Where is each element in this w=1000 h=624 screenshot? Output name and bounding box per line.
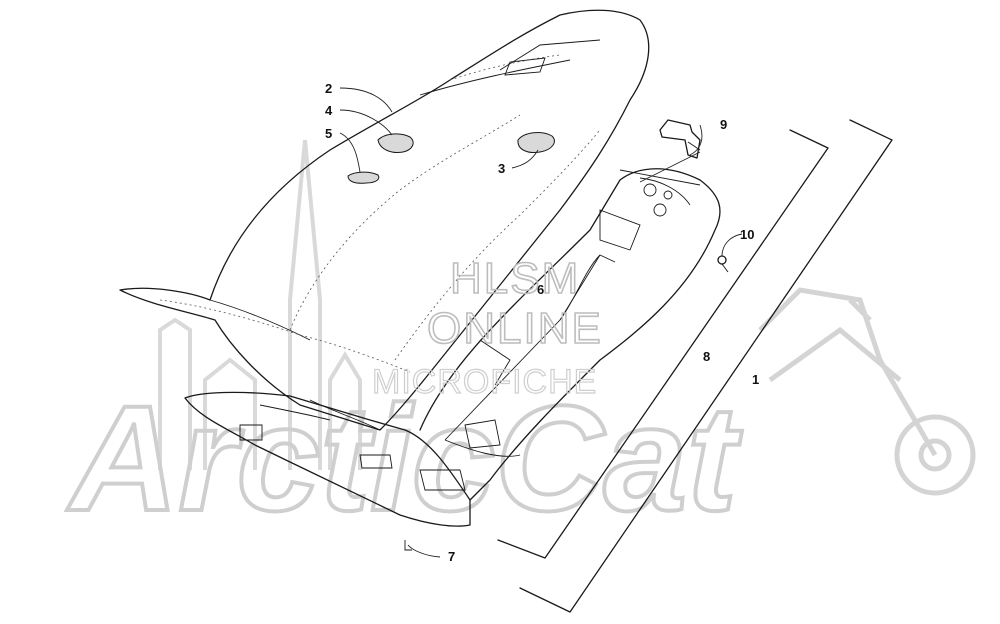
callout-2: 2 bbox=[325, 81, 332, 96]
callout-5: 5 bbox=[325, 126, 332, 141]
pad-part-4 bbox=[377, 133, 414, 153]
motorcycle-watermark bbox=[758, 287, 976, 496]
callout-7: 7 bbox=[448, 549, 455, 564]
watermark-line-3: MICROFICHE bbox=[372, 363, 597, 401]
pad-part-5 bbox=[347, 171, 380, 184]
seat-cover bbox=[119, 9, 650, 431]
callout-1: 1 bbox=[752, 372, 759, 387]
pad-part-3 bbox=[517, 132, 555, 153]
fastener-part-10 bbox=[717, 255, 729, 273]
watermark-line-2: ONLINE bbox=[427, 304, 603, 353]
assembly-bracket-1 bbox=[519, 119, 893, 613]
brand-watermark: ArcticCat bbox=[66, 374, 743, 542]
seat-base bbox=[184, 168, 721, 527]
callout-4: 4 bbox=[325, 103, 333, 118]
callout-6: 6 bbox=[537, 282, 544, 297]
assembly-bracket-8 bbox=[497, 129, 829, 559]
callout-9: 9 bbox=[720, 117, 727, 132]
callout-3: 3 bbox=[498, 161, 505, 176]
skyline-watermark bbox=[158, 139, 362, 470]
callout-10: 10 bbox=[740, 227, 754, 242]
leader-lines bbox=[339, 87, 743, 558]
watermark-line-1: HLSM bbox=[450, 254, 580, 303]
clip-part-7 bbox=[404, 540, 412, 551]
callout-8: 8 bbox=[703, 349, 710, 364]
